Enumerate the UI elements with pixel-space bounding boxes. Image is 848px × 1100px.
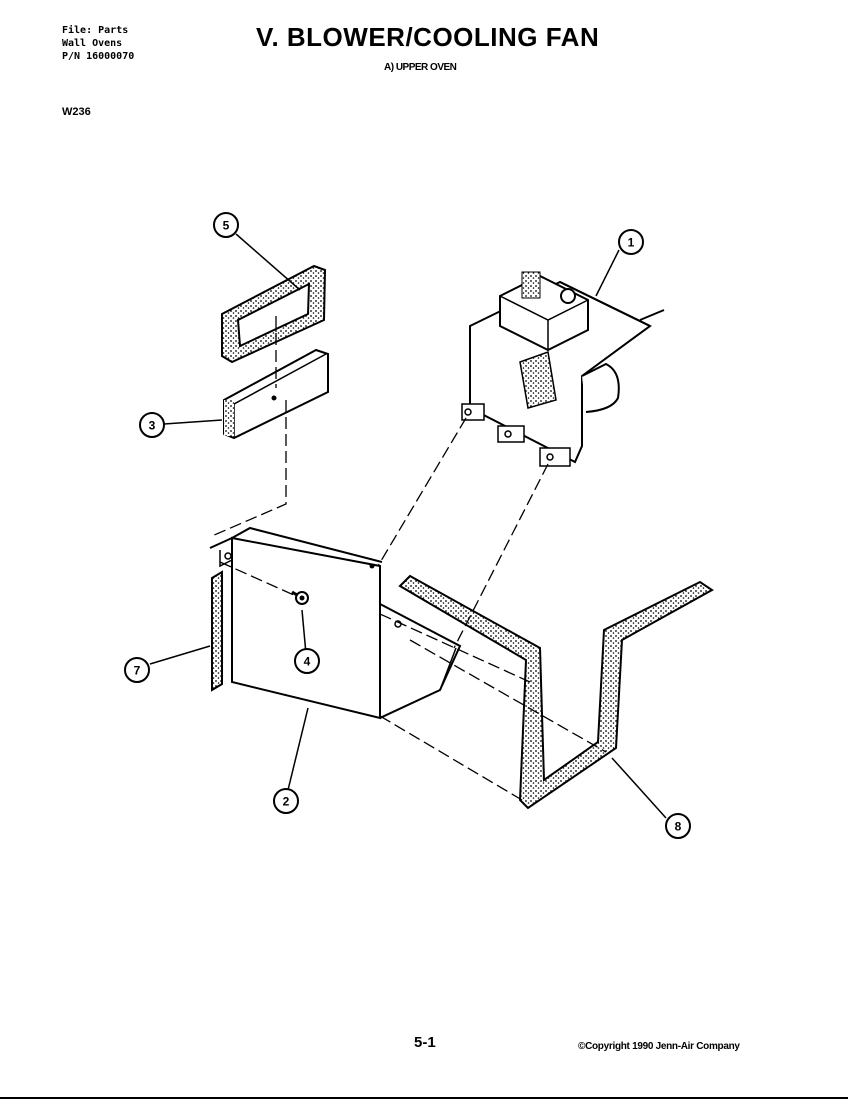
insulation-block-part: [223, 348, 329, 440]
callout-8: 8: [665, 813, 691, 839]
u-gasket-part: [398, 574, 714, 810]
page-subtitle: A) UPPER OVEN: [384, 62, 457, 73]
copyright-notice: ©Copyright 1990 Jenn-Air Company: [578, 1041, 740, 1052]
page-number: 5-1: [414, 1034, 436, 1051]
callout-number: 5: [223, 219, 230, 233]
blower-motor-part: [461, 271, 665, 467]
mounting-tab: [461, 403, 485, 421]
mounting-tab: [497, 425, 525, 443]
assembly-lines: [211, 316, 607, 801]
mounting-tab: [539, 447, 571, 467]
file-line: Wall Ovens: [62, 38, 123, 49]
callout-7: 7: [124, 657, 150, 683]
callout-number: 2: [283, 795, 290, 809]
callout-4: 4: [294, 648, 320, 674]
callout-3: 3: [139, 412, 165, 438]
callout-number: 4: [304, 655, 311, 669]
side-gasket-strip-part: [211, 570, 223, 692]
callout-5: 5: [213, 212, 239, 238]
file-info: File: Parts Wall Ovens P/N 16000070: [62, 24, 134, 63]
callout-number: 7: [134, 664, 141, 678]
bracket-duct-part: [209, 526, 462, 720]
page-title: V. BLOWER/COOLING FAN: [256, 22, 600, 52]
callout-number: 8: [675, 820, 682, 834]
model-number: W236: [62, 106, 91, 118]
file-line: P/N 16000070: [62, 51, 135, 62]
file-line: File: Parts: [62, 25, 129, 36]
screw-part: [291, 590, 309, 605]
gasket-ring-part: [221, 264, 327, 364]
callout-2: 2: [273, 788, 299, 814]
callout-number: 3: [149, 419, 156, 433]
bottom-rule: [0, 1097, 848, 1099]
callout-number: 1: [628, 236, 635, 250]
leader-lines: [149, 233, 667, 819]
callout-1: 1: [618, 229, 644, 255]
